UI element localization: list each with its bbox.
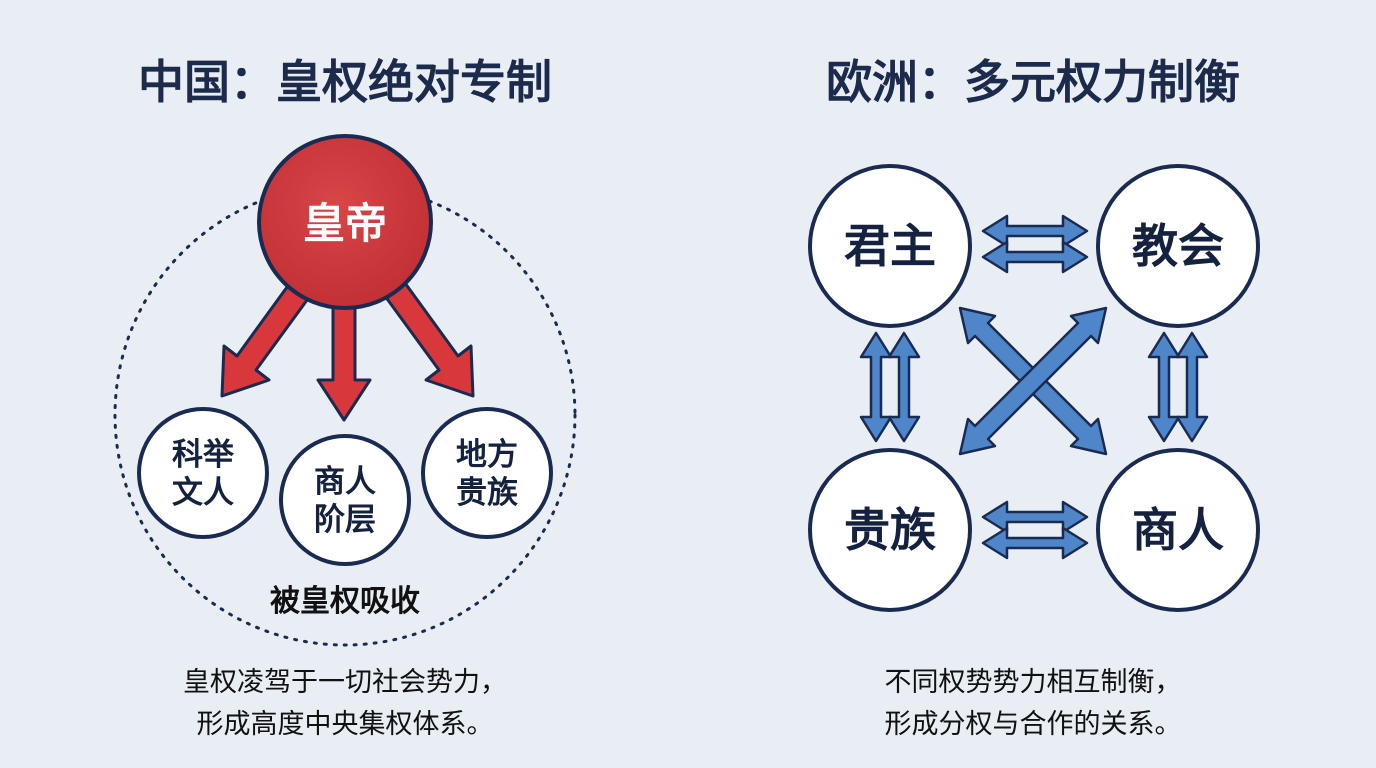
local-nobles-circle — [421, 407, 553, 539]
china-panel: 中国：皇权绝对专制 皇帝 科举 文人 商人 阶层 地方 贵族 被皇权吸收 皇权 — [113, 55, 577, 740]
node-scholars: 科举 文人 — [137, 407, 269, 539]
arrow-monarch-church-lower — [981, 240, 1089, 274]
nobles-label: 贵族 — [844, 503, 936, 557]
merchant-class-label-line1: 商人 — [314, 464, 376, 500]
europe-caption-line1: 不同权势势力相互制衡， — [885, 667, 1182, 698]
arrow-emperor-to-scholars — [220, 281, 312, 398]
node-merchant-class: 商人 阶层 — [279, 434, 411, 566]
church-label: 教会 — [1132, 219, 1224, 273]
arrow-monarch-nobles-right — [887, 331, 921, 443]
absorbed-label: 被皇权吸收 — [270, 584, 420, 619]
emperor-circle — [257, 134, 433, 310]
scholars-label-line2: 文人 — [172, 475, 234, 511]
scholars-label-line1: 科举 — [172, 437, 235, 473]
merchant-class-circle — [279, 434, 411, 566]
arrow-monarch-nobles-left — [859, 331, 893, 443]
arrow-emperor-to-merchants — [316, 303, 372, 422]
europe-panel: 欧洲：多元权力制衡 君主 教会 — [808, 55, 1260, 740]
nobles-circle — [808, 448, 972, 612]
arrow-church-nobles — [958, 306, 1108, 456]
arrow-nobles-merchants-upper — [981, 500, 1089, 534]
local-nobles-label-line2: 贵族 — [456, 475, 518, 511]
church-circle — [1096, 164, 1260, 328]
node-monarch: 君主 — [808, 164, 972, 328]
china-caption-line2: 形成高度中央集权体系。 — [197, 709, 494, 740]
arrow-church-merchants-left — [1147, 331, 1181, 443]
local-nobles-label-line1: 地方 — [456, 437, 518, 473]
scholars-circle — [137, 407, 269, 539]
arrow-church-merchants-right — [1175, 331, 1209, 443]
merchants-circle — [1096, 448, 1260, 612]
node-nobles: 贵族 — [808, 448, 972, 612]
arrow-monarch-church-upper — [981, 214, 1089, 248]
arrow-emperor-to-nobles — [383, 281, 475, 398]
node-local-nobles: 地方 贵族 — [421, 407, 553, 539]
merchants-label: 商人 — [1132, 503, 1224, 557]
china-caption-line1: 皇权凌驾于一切社会势力， — [183, 667, 507, 698]
monarch-circle — [808, 164, 972, 328]
merchant-class-label-line2: 阶层 — [314, 502, 376, 538]
monarch-label: 君主 — [844, 219, 936, 273]
europe-caption-line2: 形成分权与合作的关系。 — [885, 709, 1182, 740]
china-title: 中国：皇权绝对专制 — [138, 55, 552, 109]
node-merchants: 商人 — [1096, 448, 1260, 612]
arrow-nobles-merchants-lower — [981, 526, 1089, 560]
europe-title: 欧洲：多元权力制衡 — [826, 55, 1240, 109]
emperor-label: 皇帝 — [303, 199, 387, 248]
node-church: 教会 — [1096, 164, 1260, 328]
